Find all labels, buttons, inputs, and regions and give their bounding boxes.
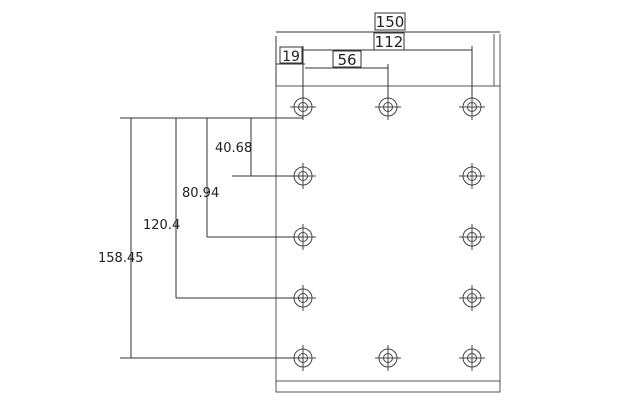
dim-hole-span: 112 xyxy=(375,33,404,51)
rivet-hole xyxy=(459,285,485,311)
rivet-hole xyxy=(459,224,485,250)
dim-vertical-2: 80.94 xyxy=(182,186,219,201)
vertical-dimensions xyxy=(120,117,303,359)
dim-vertical-1: 40.68 xyxy=(215,141,252,156)
dim-center-offset: 56 xyxy=(337,51,356,69)
dim-vertical-4: 158.45 xyxy=(98,251,144,266)
dim-overall-width: 150 xyxy=(376,13,405,31)
rivet-hole xyxy=(459,163,485,189)
rivet-hole xyxy=(459,345,485,371)
rivet-holes xyxy=(290,94,485,371)
rivet-hole xyxy=(375,345,401,371)
dim-edge-offset: 19 xyxy=(282,49,300,65)
horizontal-dimensions xyxy=(275,12,500,100)
dim-vertical-3: 120.4 xyxy=(143,218,180,233)
